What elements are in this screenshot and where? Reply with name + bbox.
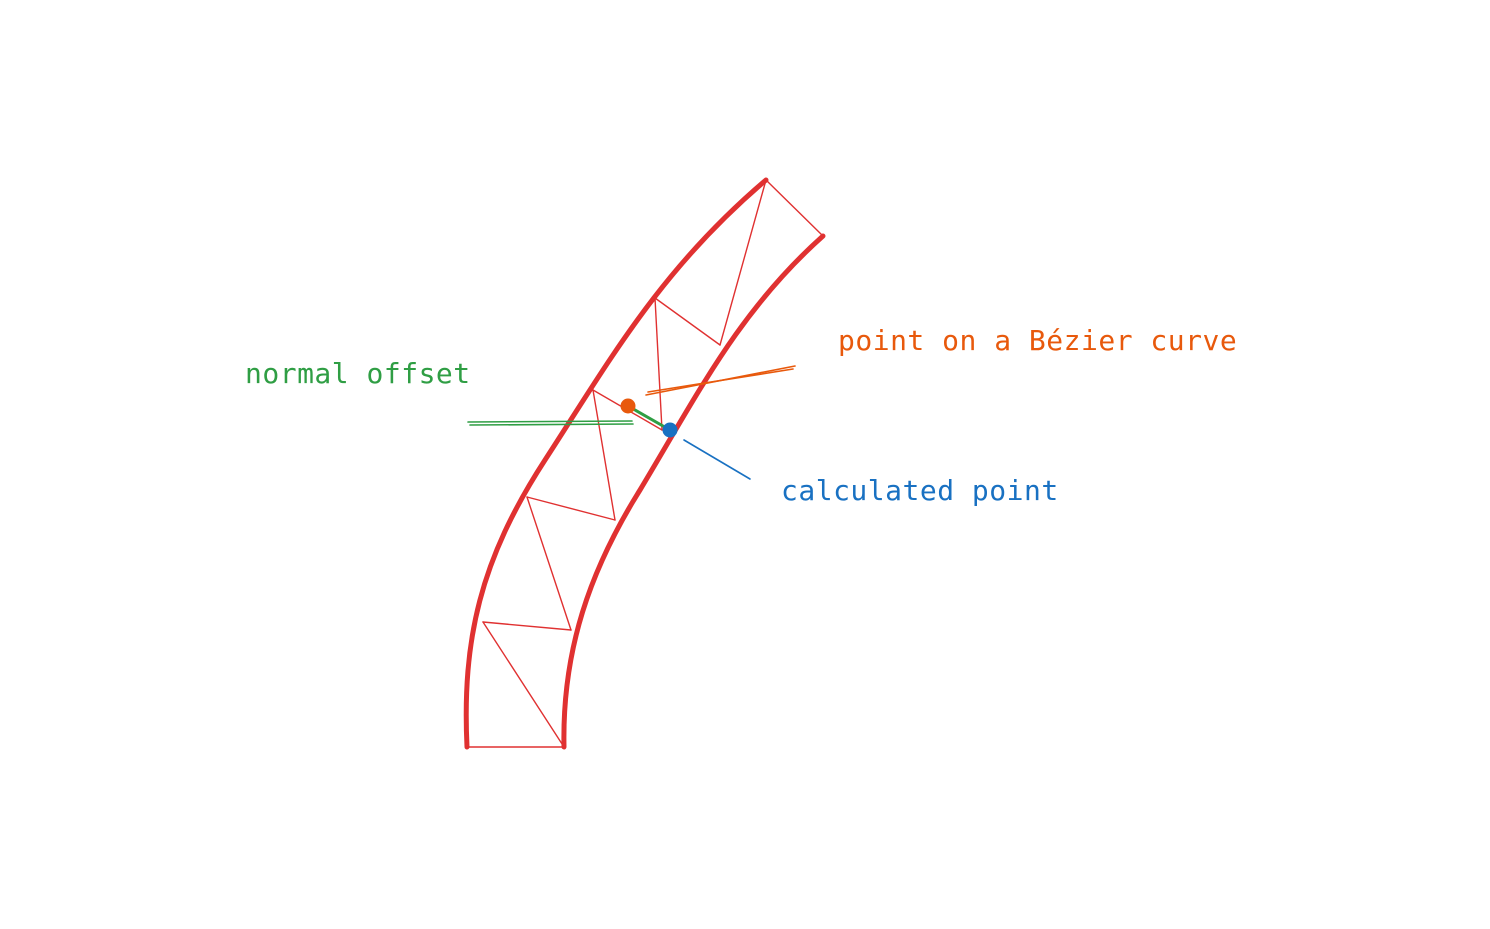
mesh-edge [526, 496, 616, 521]
normal-offset-pointer [467, 420, 634, 426]
outer-curve [463, 177, 769, 750]
bezier-point-marker [620, 398, 636, 414]
mesh-edge [654, 297, 721, 346]
mesh-edge [526, 496, 572, 631]
mesh-edge [654, 297, 663, 431]
bezier-point-label: point on a Bézier curve [838, 324, 1238, 357]
mesh-edge [482, 621, 572, 631]
calculated-point-pointer [683, 439, 751, 480]
bezier-point-pointer [645, 365, 796, 396]
normal-offset-label: normal offset [245, 357, 471, 390]
mesh-edge [482, 621, 565, 748]
mesh-edge [592, 389, 616, 521]
calculated-point-label: calculated point [781, 474, 1059, 507]
mesh-edge [765, 179, 824, 237]
calculated-point-marker [662, 422, 678, 438]
triangle-mesh [466, 179, 824, 748]
inner-curve [561, 233, 826, 750]
normal-offset-segment [626, 404, 672, 432]
mesh-edge [719, 179, 767, 346]
